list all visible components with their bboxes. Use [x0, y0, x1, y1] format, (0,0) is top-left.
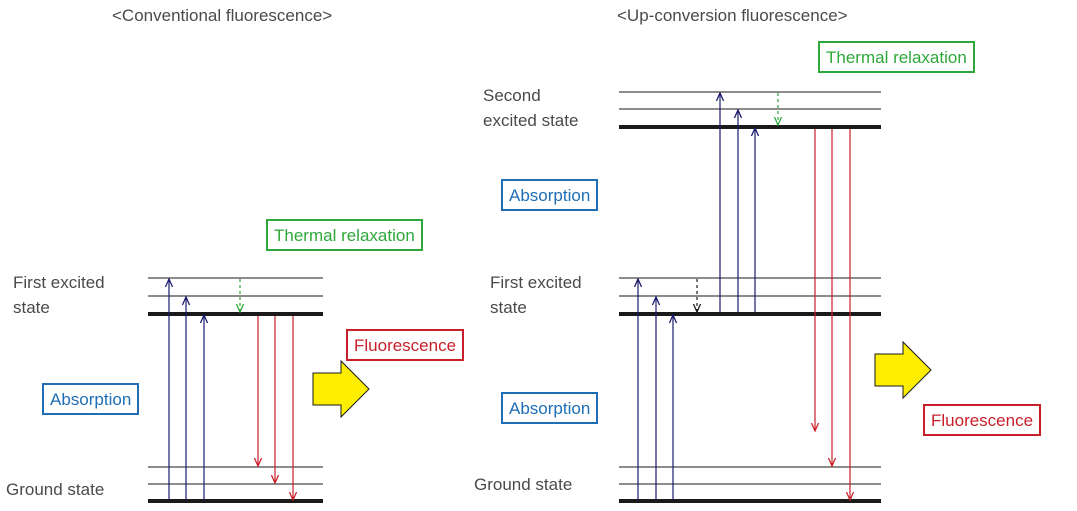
right-second-excited-levels	[619, 91, 881, 129]
right-second-excited-label-1: Second	[483, 86, 541, 105]
left-fluorescence-label: Fluorescence	[346, 329, 465, 361]
right-fluorescence-label: Fluorescence	[923, 404, 1042, 436]
left-fluorescence-arrows	[258, 316, 293, 500]
left-shift-arrow	[312, 359, 370, 419]
right-absorption-lower-label: Absorption	[501, 392, 599, 424]
left-title: <Conventional fluorescence>	[112, 6, 333, 25]
right-shift-arrow	[874, 340, 932, 400]
left-ground-state-label: Ground state	[6, 480, 105, 499]
right-upper-absorption-arrows	[720, 93, 755, 312]
left-ground-levels	[148, 466, 323, 503]
left-first-excited-label-1: First excited	[13, 273, 105, 292]
left-absorption-arrows	[169, 279, 204, 500]
right-first-excited-levels	[619, 277, 881, 316]
right-second-excited-label-2: excited state	[483, 111, 579, 130]
right-thermal-relaxation-label: Thermal relaxation	[818, 41, 975, 73]
right-title: <Up-conversion fluorescence>	[617, 6, 848, 25]
left-first-excited-label-2: state	[13, 298, 50, 317]
right-fluorescence-arrows	[815, 129, 850, 500]
right-absorption-upper-label: Absorption	[501, 179, 599, 211]
right-ground-levels	[619, 466, 881, 503]
left-thermal-relaxation-label: Thermal relaxation	[266, 219, 423, 251]
right-first-excited-label-2: state	[490, 298, 527, 317]
right-ground-state-label: Ground state	[474, 475, 573, 494]
right-lower-absorption-arrows	[638, 279, 673, 500]
right-first-excited-label-1: First excited	[490, 273, 582, 292]
left-absorption-label: Absorption	[42, 383, 140, 415]
left-first-excited-levels	[148, 277, 323, 316]
